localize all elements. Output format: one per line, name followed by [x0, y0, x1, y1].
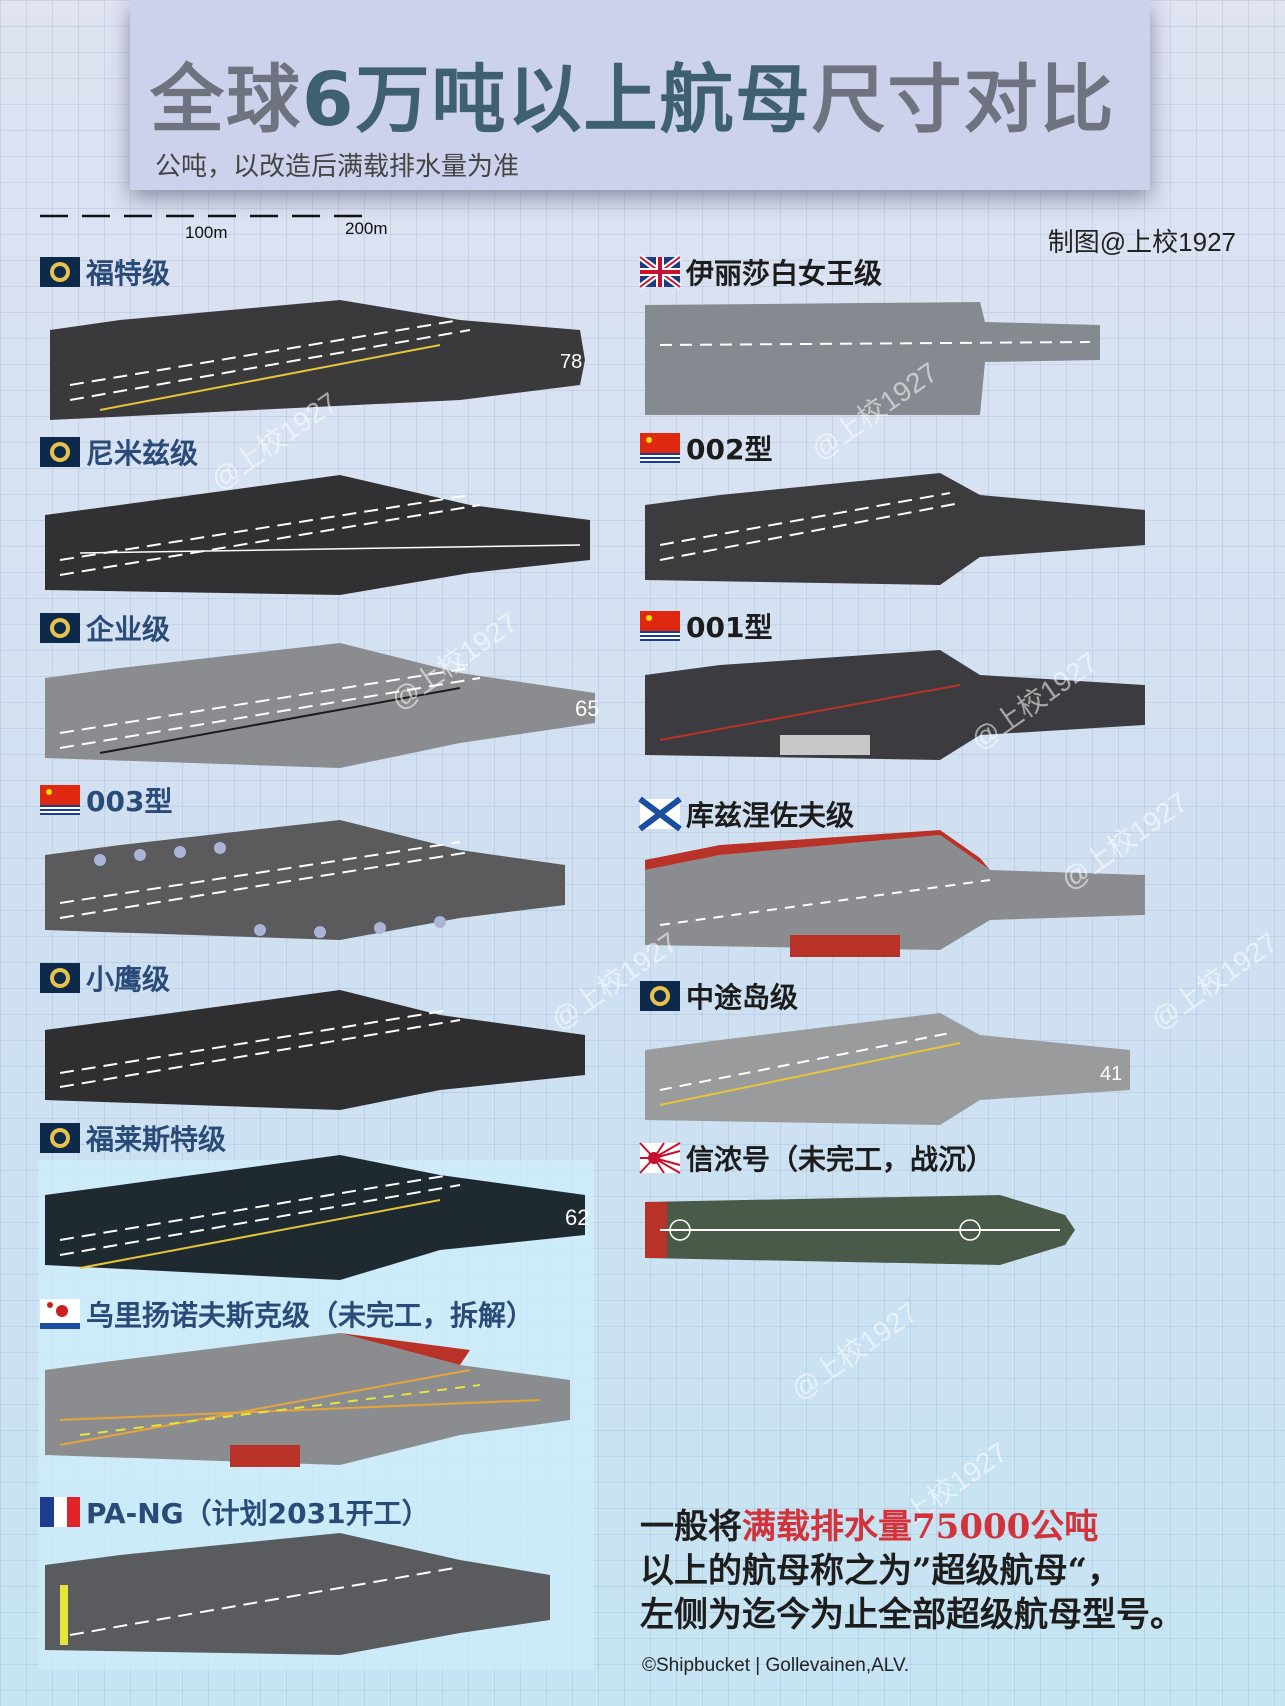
label-kuznetsov-class: 库兹涅佐夫级 [638, 794, 854, 834]
label-type-001: 001型 [640, 606, 772, 646]
ship-forrestal-class: 62 [45, 1155, 589, 1280]
label-shinano: 信浓号（未完工，战沉） [639, 1138, 994, 1178]
watermark: @上校1927 [1145, 926, 1284, 1037]
us-navy-flag-icon [40, 437, 80, 467]
ship-enterprise-class: 65 [45, 643, 599, 768]
label-ulyanovsk-class: 乌里扬诺夫斯克级（未完工，拆解） [40, 1294, 534, 1334]
scale-label-200: 200m [345, 219, 388, 238]
label-enterprise-class: 企业级 [40, 608, 170, 648]
ship-type-003 [45, 820, 565, 940]
ship-type-002 [645, 473, 1145, 585]
title-part-3: 尺寸对比 [811, 57, 1116, 143]
hull-number: 62 [565, 1205, 589, 1230]
label-queen-elizabeth-class: 伊丽莎白女王级 [638, 252, 882, 292]
label-ford-class: 福特级 [40, 252, 170, 292]
scale-bar: 100m 200m [40, 214, 388, 242]
ship-shinano [645, 1195, 1075, 1265]
title-part-2: 6万吨以上航母 [302, 57, 812, 143]
us-navy-flag-icon [40, 1123, 80, 1153]
plan-flag-icon [40, 785, 80, 815]
us-navy-flag-icon [40, 963, 80, 993]
label-midway-class: 中途岛级 [640, 976, 798, 1016]
ship-queen-elizabeth-class [645, 302, 1100, 415]
russian-navy-flag-icon [638, 796, 682, 832]
soviet-navy-flag-icon [40, 1299, 80, 1329]
title-panel [130, 0, 1150, 190]
ship-kuznetsov-class [645, 830, 1145, 957]
ship-ford-class: 78 [50, 300, 585, 420]
us-navy-flag-icon [640, 981, 680, 1011]
page-title: 全球6万吨以上航母尺寸对比 [150, 40, 1116, 147]
super-carrier-note: 一般将满载排水量75000公吨 以上的航母称之为”超级航母“， 左侧为迄今为止全… [640, 1507, 1184, 1635]
plan-flag-icon [640, 611, 680, 641]
page-subtitle: 公吨，以改造后满载排水量为准 [155, 151, 520, 181]
hull-number: 78 [560, 351, 582, 373]
ship-type-001 [645, 650, 1145, 760]
scale-label-100: 100m [185, 223, 228, 242]
hull-number: 41 [1100, 1063, 1122, 1085]
ship-kitty-hawk-class [45, 990, 585, 1110]
author-credit: 制图@上校1927 [1047, 227, 1236, 257]
label-forrestal-class: 福莱斯特级 [40, 1118, 226, 1158]
france-flag-icon [40, 1497, 80, 1527]
label-kitty-hawk-class: 小鹰级 [40, 958, 170, 998]
source-footer: ©Shipbucket | Gollevainen,ALV. [642, 1655, 910, 1676]
us-navy-flag-icon [40, 257, 80, 287]
ship-midway-class: 41 [645, 1013, 1130, 1125]
plan-flag-icon [640, 433, 680, 463]
rising-sun-flag-icon [639, 1142, 681, 1174]
title-part-1: 全球 [150, 57, 302, 143]
ship-ulyanovsk-class [45, 1333, 570, 1467]
uk-flag-icon [638, 254, 682, 290]
us-navy-flag-icon [40, 613, 80, 643]
hull-number: 65 [575, 696, 599, 721]
label-type-003: 003型 [40, 780, 172, 820]
label-nimitz-class: 尼米兹级 [40, 432, 198, 472]
label-type-002: 002型 [640, 428, 772, 468]
ship-pa-ng [45, 1533, 550, 1655]
ship-nimitz-class [45, 475, 590, 595]
watermark: @上校1927 [785, 1296, 924, 1407]
label-pa-ng: PA-NG（计划2031开工） [40, 1492, 430, 1532]
